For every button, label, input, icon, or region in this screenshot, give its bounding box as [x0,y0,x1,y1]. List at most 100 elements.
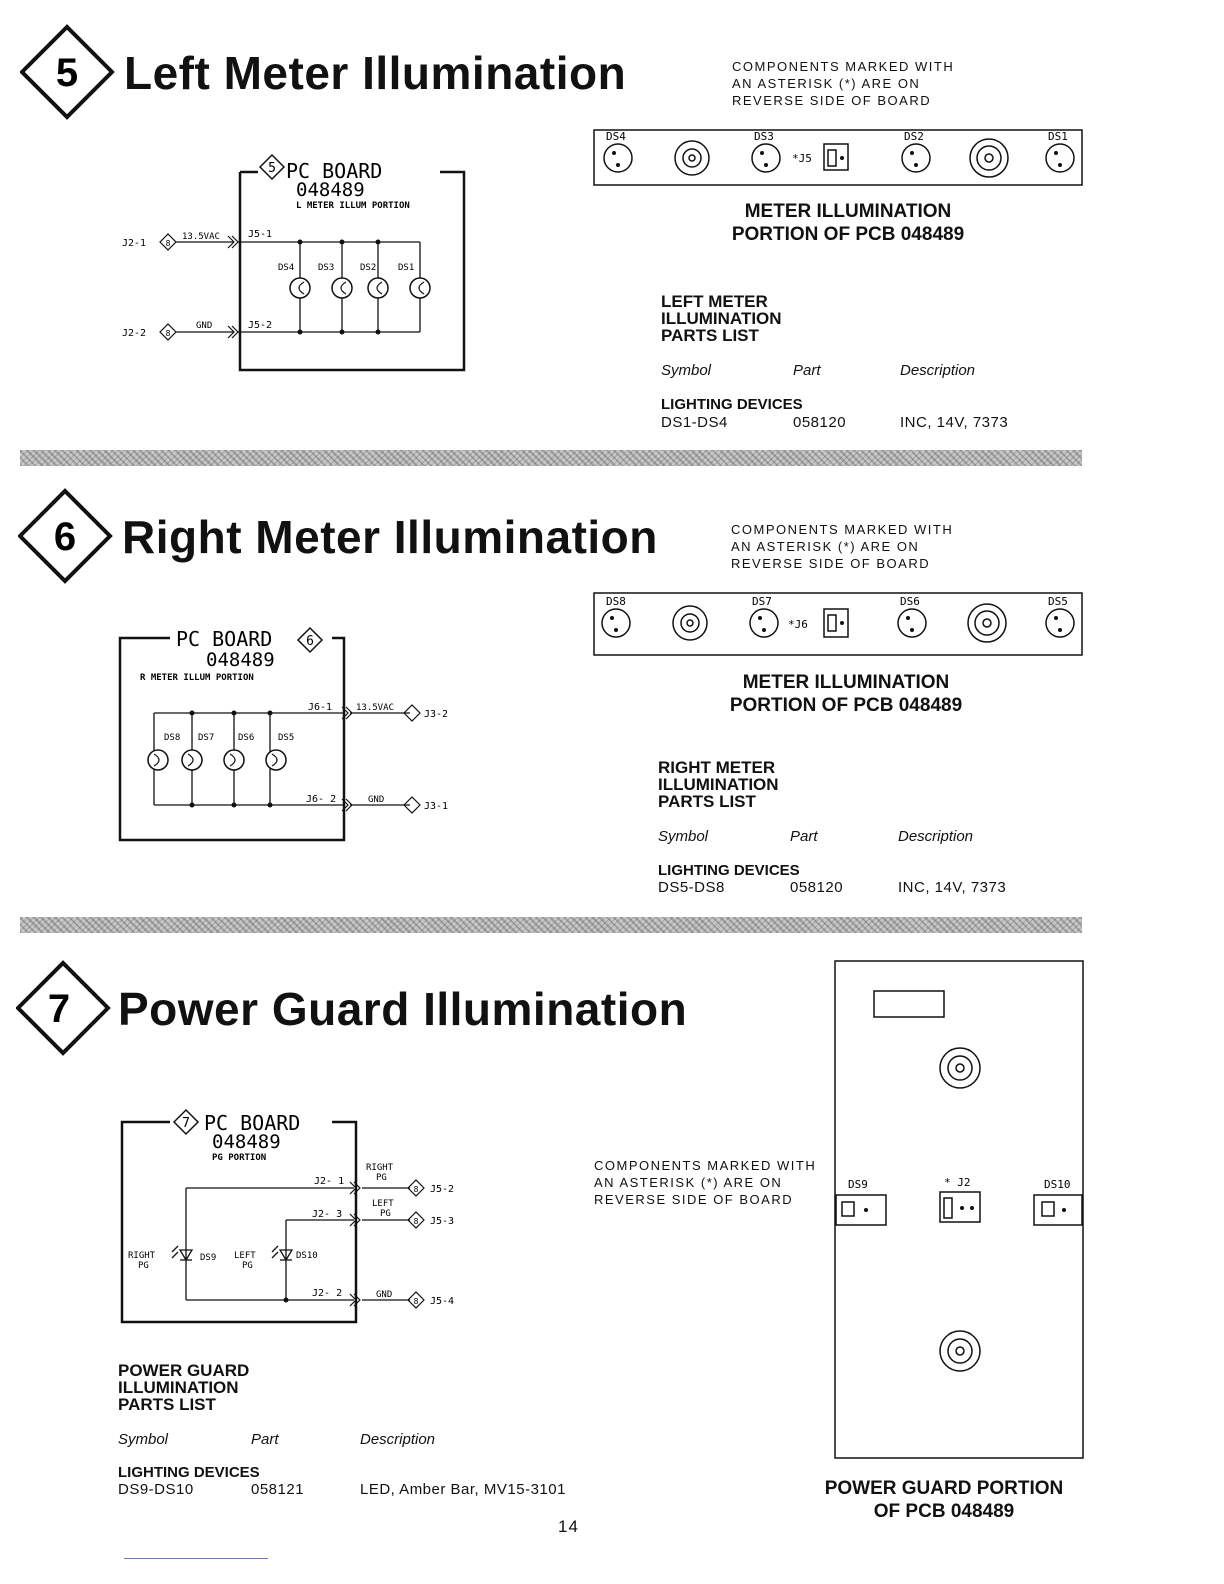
svg-text:DS6: DS6 [238,733,254,743]
section-6-title: Right Meter Illumination [122,511,658,563]
svg-text:PG: PG [376,1173,387,1183]
section-7-pcb-caption: POWER GUARD PORTION OF PCB 048489 [824,1478,1064,1522]
svg-text:PG PORTION: PG PORTION [212,1153,266,1163]
section-6-schematic: PC BOARD 048489 6 R METER ILLUM PORTION … [118,626,448,842]
svg-text:DS10: DS10 [1044,1178,1071,1191]
svg-text:7: 7 [182,1116,190,1131]
svg-text:RIGHT: RIGHT [128,1251,156,1261]
svg-text:PC BOARD: PC BOARD [176,627,272,651]
row-symbol: DS5-DS8 [658,879,725,896]
row-description: INC, 14V, 7373 [898,879,1007,896]
col-part: Part [793,362,821,379]
svg-text:DS3: DS3 [318,263,334,273]
note-line: COMPONENTS MARKED WITH [732,59,955,74]
svg-text:DS7: DS7 [198,733,214,743]
board-number: 048489 [296,179,365,201]
svg-text:J2- 2: J2- 2 [312,1288,342,1299]
svg-text:13.5VAC: 13.5VAC [182,232,220,242]
svg-text:048489: 048489 [212,1131,281,1153]
section-5-parts-heading: LEFT METER ILLUMINATION PARTS LIST [661,292,782,345]
section-7-parts-heading: POWER GUARD ILLUMINATION PARTS LIST [118,1361,250,1414]
svg-text:DS9: DS9 [848,1178,868,1191]
col-symbol: Symbol [658,828,709,845]
svg-text:7: 7 [48,987,70,1031]
row-part: 058120 [790,879,844,896]
row-part: 058121 [251,1481,305,1498]
section-7-schematic: 7 PC BOARD 048489 PG PORTION RIGHT PG DS… [120,1108,454,1324]
svg-text:J5-2: J5-2 [430,1184,454,1195]
section-divider [20,917,1082,933]
row-symbol: DS9-DS10 [118,1481,194,1498]
board-portion: L METER ILLUM PORTION [296,201,410,211]
section-5-pcb-strip: DS4 DS3 DS2 DS1 *J5 [593,129,1083,186]
svg-text:RIGHT: RIGHT [366,1163,394,1173]
svg-text:J2-2: J2-2 [122,328,146,339]
svg-text:DS1: DS1 [398,263,414,273]
svg-text:DS10: DS10 [296,1251,318,1261]
row-description: INC, 14V, 7373 [900,414,1009,431]
page-number: 14 [558,1517,579,1536]
svg-text:J2- 1: J2- 1 [314,1176,344,1187]
section-5-badge: 5 [20,24,115,120]
col-part: Part [251,1431,279,1448]
row-description: LED, Amber Bar, MV15-3101 [360,1481,566,1498]
col-symbol: Symbol [118,1431,169,1448]
section-6-pcb-strip: DS8 DS7 DS6 DS5 *J6 [593,592,1083,656]
section-7-title: Power Guard Illumination [118,983,688,1035]
svg-text:GND: GND [376,1290,392,1300]
section-6-pcb-caption: METER ILLUMINATION PORTION OF PCB 048489 [729,672,963,716]
svg-text:R METER ILLUM PORTION: R METER ILLUM PORTION [140,673,254,683]
svg-text:8: 8 [414,1185,419,1194]
svg-text:J3-2: J3-2 [424,709,448,720]
svg-text:GND: GND [196,321,212,331]
section-5-note: COMPONENTS MARKED WITH AN ASTERISK (*) A… [732,58,954,109]
svg-text:GND: GND [368,795,384,805]
section-5-schematic: 5 PC BOARD 048489 L METER ILLUM PORTION … [122,153,466,372]
svg-text:DS5: DS5 [278,733,294,743]
section-7-note: COMPONENTS MARKED WITH AN ASTERISK (*) A… [594,1158,817,1207]
svg-text:* J2: * J2 [944,1176,971,1189]
svg-text:LEFT: LEFT [234,1251,256,1261]
svg-text:8: 8 [414,1217,419,1226]
svg-text:DS8: DS8 [606,595,626,608]
note-line: AN ASTERISK (*) ARE ON [732,76,921,91]
col-description: Description [900,362,976,379]
section-5-pcb-caption: METER ILLUMINATION PORTION OF PCB 048489 [731,201,965,245]
svg-text:*J6: *J6 [788,618,808,631]
svg-text:DS8: DS8 [164,733,180,743]
svg-text:DS4: DS4 [278,263,294,273]
svg-text:8: 8 [414,1297,419,1306]
svg-text:J5-4: J5-4 [430,1296,454,1307]
svg-text:DS3: DS3 [754,130,774,143]
row-part: 058120 [793,414,847,431]
section-7-pcb-board: DS9 * J2 DS10 [834,960,1084,1459]
svg-text:J5-3: J5-3 [430,1216,454,1227]
svg-text:6: 6 [54,515,76,559]
board-badge-5 [258,153,286,181]
svg-text:048489: 048489 [206,649,275,671]
svg-text:J2-1: J2-1 [122,238,146,249]
svg-text:DS9: DS9 [200,1253,216,1263]
svg-text:8: 8 [166,329,171,338]
svg-text:PG: PG [380,1209,391,1219]
svg-text:5: 5 [268,161,276,176]
svg-text:J5-1: J5-1 [248,229,272,240]
section-divider [20,450,1082,466]
svg-text:DS4: DS4 [606,130,626,143]
col-part: Part [790,828,818,845]
col-description: Description [898,828,974,845]
svg-text:PG: PG [138,1261,149,1271]
svg-text:6: 6 [306,634,314,649]
footer-rule [124,1558,268,1559]
svg-text:PG: PG [242,1261,253,1271]
svg-text:DS7: DS7 [752,595,772,608]
svg-text:DS2: DS2 [904,130,924,143]
svg-text:DS2: DS2 [360,263,376,273]
board-title: PC BOARD [286,159,382,183]
svg-text:DS1: DS1 [1048,130,1068,143]
svg-text:J6- 2: J6- 2 [306,794,336,805]
svg-text:*J5: *J5 [792,152,812,165]
svg-text:J6-1: J6-1 [308,702,332,713]
svg-text:8: 8 [166,239,171,248]
svg-text:LEFT: LEFT [372,1199,394,1209]
